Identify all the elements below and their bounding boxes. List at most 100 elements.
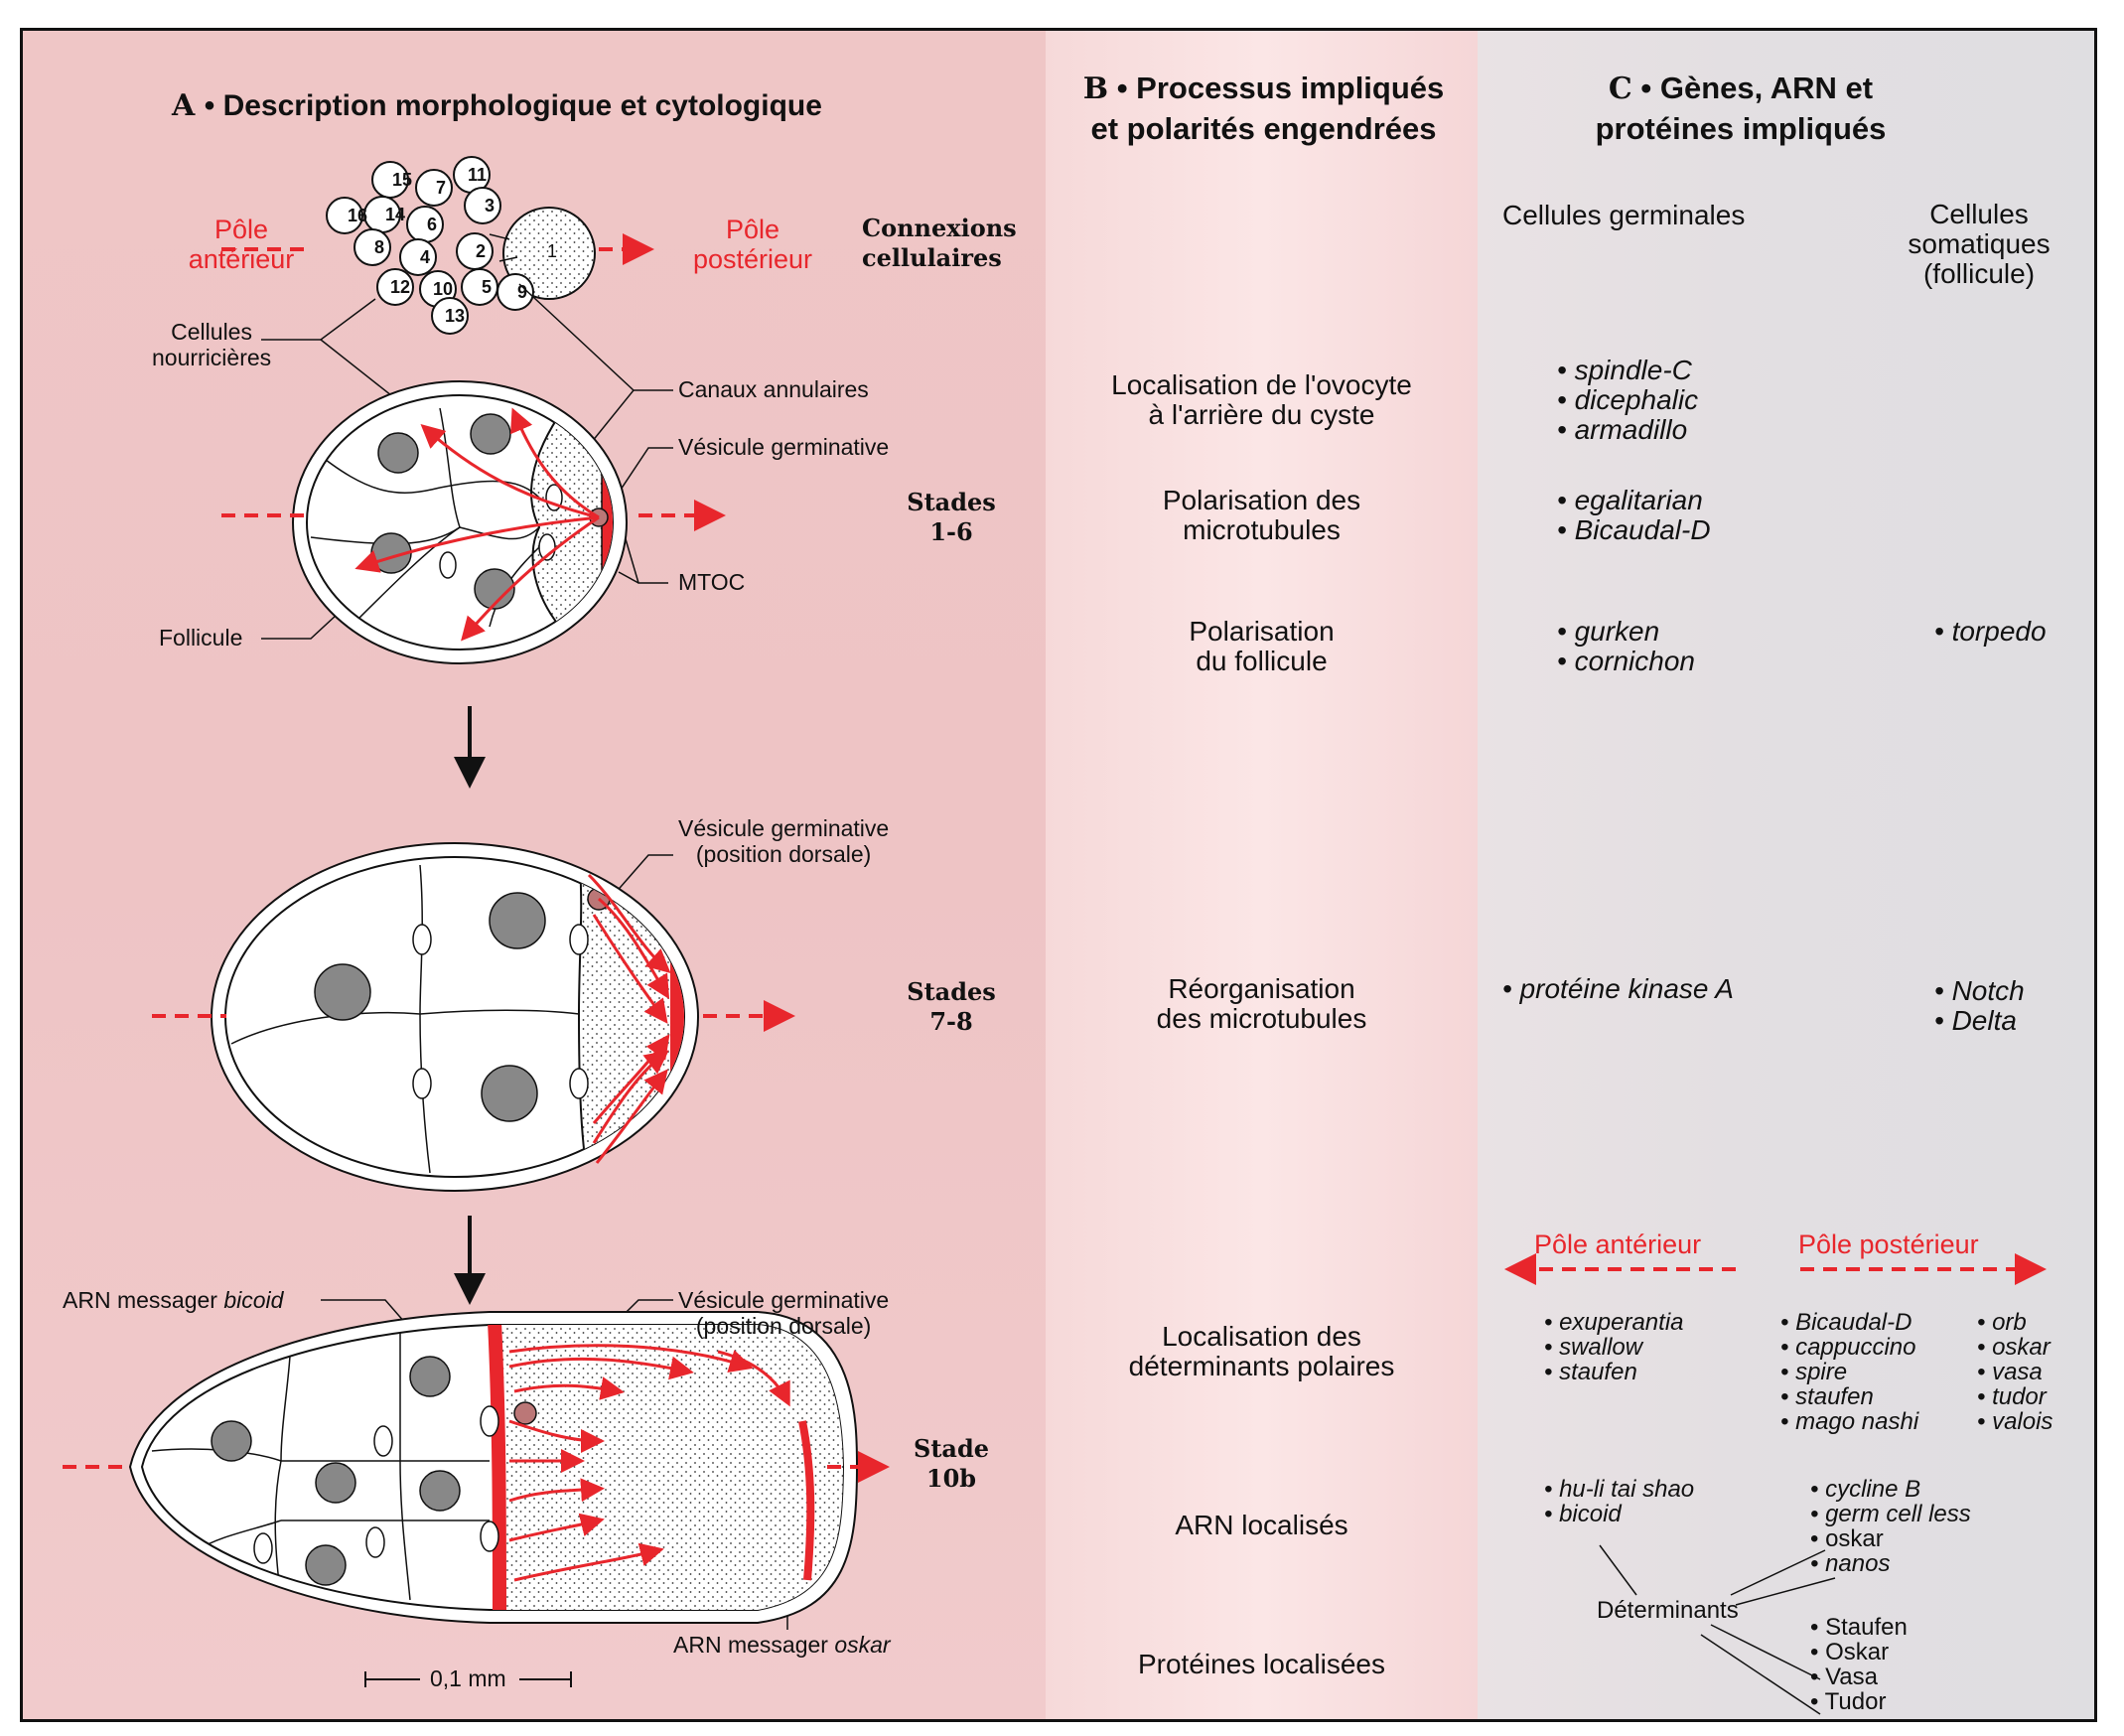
gene-cornichon: • cornichon bbox=[1557, 646, 1695, 676]
column-c-heading-line1: • Gènes, ARN et bbox=[1640, 71, 1874, 105]
cyst-number-4: 4 bbox=[420, 247, 431, 267]
stage-1-6-line1: Stades bbox=[907, 488, 996, 516]
column-b-letter: B bbox=[1082, 72, 1109, 106]
rna-nanos: • nanos bbox=[1810, 1550, 1891, 1577]
col-c-pole-anterieur: Pôle antérieur bbox=[1534, 1230, 1702, 1259]
pole-posterieur-label: Pôle postérieur bbox=[683, 215, 822, 274]
column-c-heading-line2: protéines impliqués bbox=[1595, 111, 1887, 146]
process-1-line1: Localisation de l'ovocyte bbox=[1111, 369, 1412, 400]
cyst-number-10: 10 bbox=[433, 279, 454, 299]
cyst-cells bbox=[326, 156, 596, 335]
gene-torpedo: • torpedo bbox=[1934, 616, 2047, 647]
process-2-line2: microtubules bbox=[1183, 514, 1341, 545]
process-6: ARN localisés bbox=[1056, 1511, 1468, 1540]
process-3-line2: du follicule bbox=[1196, 646, 1328, 676]
label-vesicule-dorsale-1-line1: Vésicule germinative bbox=[678, 815, 890, 841]
gene-spire: • spire bbox=[1780, 1359, 1848, 1385]
process-5-line1: Localisation des bbox=[1162, 1321, 1361, 1352]
label-cellules-nourricieres: Cellules nourricières bbox=[152, 319, 271, 370]
rna-oskar: • oskar bbox=[1810, 1525, 1884, 1552]
process-2: Polarisation des microtubules bbox=[1056, 486, 1468, 545]
col-c-pole-posterieur: Pôle postérieur bbox=[1798, 1230, 1979, 1259]
cyst-number-3: 3 bbox=[485, 196, 496, 216]
protein-staufen: • Staufen bbox=[1810, 1614, 1908, 1641]
anterior-genes-list: • exuperantia • swallow • staufen bbox=[1544, 1310, 1684, 1384]
label-vesicule-dorsale-2-line2: (position dorsale) bbox=[695, 1313, 872, 1339]
process-7: Protéines localisées bbox=[1056, 1650, 1468, 1679]
stage-1-6-label: Stades 1-6 bbox=[882, 488, 1021, 547]
gene-delta: • Delta bbox=[1934, 1005, 2017, 1036]
determinants-lines bbox=[1599, 1544, 1836, 1715]
process-4: Réorganisation des microtubules bbox=[1056, 974, 1468, 1034]
process-4-line1: Réorganisation bbox=[1168, 973, 1355, 1004]
somatic-cells-header: Cellules somatiques (follicule) bbox=[1905, 200, 2053, 289]
label-cellules-line2: nourricières bbox=[152, 345, 272, 370]
cyst-number-1: 1 bbox=[547, 241, 558, 261]
column-c-letter: C bbox=[1608, 72, 1632, 106]
gene-notch: • Notch bbox=[1934, 975, 2025, 1006]
label-arn-bicoid-gene: bicoid bbox=[223, 1287, 284, 1313]
label-vesicule-dorsale-1-line2: (position dorsale) bbox=[695, 841, 872, 867]
somatic-header-line2: somatiques bbox=[1908, 228, 2051, 259]
stage-10b-label: Stade 10b bbox=[882, 1434, 1021, 1494]
rna-hu-li-tai-shao: • hu-li tai shao bbox=[1544, 1476, 1695, 1503]
label-arn-oskar: ARN messager oskar bbox=[673, 1632, 891, 1659]
process-3: Polarisation du follicule bbox=[1056, 617, 1468, 676]
cyst-number-14: 14 bbox=[385, 205, 406, 224]
genes-somatic-4: • Notch • Delta bbox=[1934, 976, 2025, 1036]
genes-group-2: • egalitarian • Bicaudal-D bbox=[1557, 486, 1711, 545]
process-3-line1: Polarisation bbox=[1189, 616, 1335, 647]
figure-frame: A • Description morphologique et cytolog… bbox=[20, 28, 2097, 1722]
stage-10b-line2: 10b bbox=[925, 1464, 977, 1493]
column-b-heading-line1: • Processus impliqués bbox=[1116, 71, 1445, 105]
cyst-number-15: 15 bbox=[392, 170, 413, 190]
label-scale: 0,1 mm bbox=[430, 1665, 506, 1691]
gene-staufen-post: • staufen bbox=[1780, 1383, 1874, 1410]
stage-7-8-line2: 7-8 bbox=[929, 1007, 973, 1036]
column-a-letter: A bbox=[172, 88, 196, 123]
cyst-number-7: 7 bbox=[436, 178, 447, 198]
process-7-line1: Protéines localisées bbox=[1137, 1649, 1386, 1679]
gene-egalitarian: • egalitarian bbox=[1557, 485, 1703, 515]
label-arn-bicoid: ARN messager bicoid bbox=[63, 1287, 283, 1314]
process-2-line1: Polarisation des bbox=[1162, 485, 1361, 515]
label-arn-oskar-gene: oskar bbox=[834, 1632, 891, 1658]
gene-staufen-ant: • staufen bbox=[1544, 1359, 1637, 1385]
process-5-line2: déterminants polaires bbox=[1128, 1351, 1395, 1381]
stage-connexions-label: Connexions cellulaires bbox=[862, 214, 1017, 273]
column-a-title: A • Description morphologique et cytolog… bbox=[172, 85, 822, 124]
gene-vasa: • vasa bbox=[1977, 1359, 2043, 1385]
genes-somatic-3: • torpedo bbox=[1934, 617, 2047, 647]
gene-exuperantia: • exuperantia bbox=[1544, 1309, 1684, 1336]
gene-bicaudal-d: • Bicaudal-D bbox=[1557, 514, 1711, 545]
gene-spindle-c: • spindle-C bbox=[1557, 355, 1692, 385]
gene-armadillo: • armadillo bbox=[1557, 414, 1688, 445]
gene-cappuccino: • cappuccino bbox=[1780, 1334, 1916, 1361]
process-6-line1: ARN localisés bbox=[1175, 1510, 1348, 1540]
gene-proteine-kinase-a: • protéine kinase A bbox=[1502, 973, 1734, 1004]
protein-tudor: • Tudor bbox=[1810, 1688, 1887, 1715]
cyst-number-11: 11 bbox=[468, 165, 488, 185]
gene-mago-nashi: • mago nashi bbox=[1780, 1408, 1919, 1435]
pole-posterieur-line2: postérieur bbox=[692, 244, 813, 274]
rna-bicoid: • bicoid bbox=[1544, 1501, 1622, 1527]
stage-7-8-line1: Stades bbox=[907, 977, 996, 1006]
cyst-number-6: 6 bbox=[427, 215, 438, 234]
posterior-genes-list-1: • Bicaudal-D • cappuccino • spire • stau… bbox=[1780, 1310, 1918, 1434]
column-b-background bbox=[1046, 31, 1478, 1719]
diagram-drawing bbox=[63, 156, 2047, 1715]
label-follicule: Follicule bbox=[159, 625, 243, 651]
column-a-heading: • Description morphologique et cytologiq… bbox=[204, 89, 822, 122]
column-b-title: B • Processus impliqués et polarités eng… bbox=[1072, 69, 1455, 149]
rna-cycline-b: • cycline B bbox=[1810, 1476, 1921, 1503]
cyst-number-12: 12 bbox=[390, 277, 411, 297]
posterior-genes-list-2: • orb • oskar • vasa • tudor • valois bbox=[1977, 1310, 2053, 1434]
column-c-background bbox=[1478, 31, 2094, 1719]
protein-list: • Staufen • Oskar • Vasa • Tudor bbox=[1810, 1615, 1908, 1714]
label-mtoc: MTOC bbox=[678, 569, 746, 595]
process-5: Localisation des déterminants polaires bbox=[1056, 1322, 1468, 1381]
determinants-label: Déterminants bbox=[1597, 1597, 1739, 1624]
gene-bicaudal-d-post: • Bicaudal-D bbox=[1780, 1309, 1912, 1336]
stage-connexions-line2: cellulaires bbox=[862, 243, 1002, 272]
label-vesicule-dorsale-1: Vésicule germinative (position dorsale) bbox=[678, 815, 889, 867]
